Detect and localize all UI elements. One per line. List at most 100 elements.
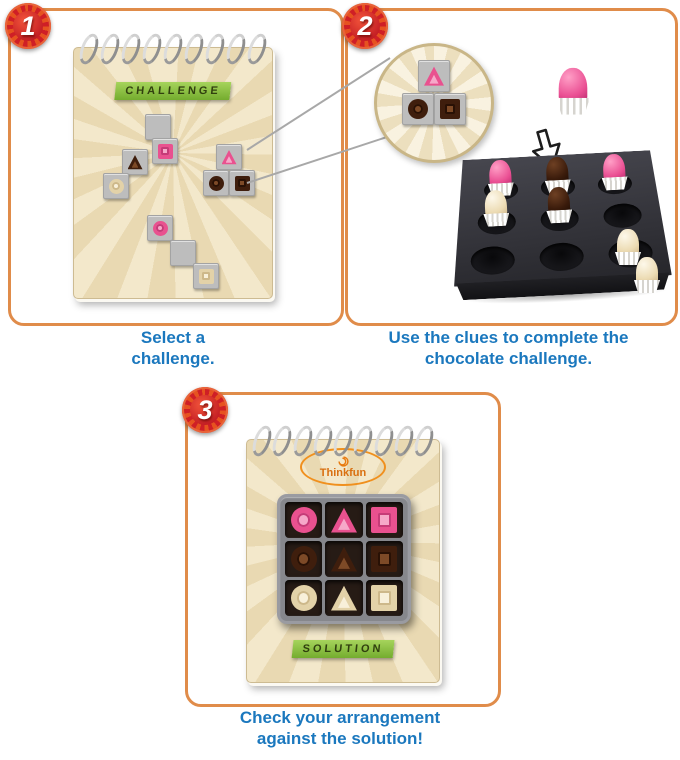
step-2-panel: 2 <box>342 3 678 326</box>
spiral-binding <box>76 31 270 67</box>
paper-cup <box>602 176 629 190</box>
chocolate-detail <box>412 103 424 115</box>
clue-tile-pink-square <box>152 138 178 164</box>
spiral-coil <box>160 31 186 67</box>
chocolate-cream <box>478 187 514 227</box>
chocolate-detail <box>338 518 350 530</box>
chocolate-brown-circle <box>290 546 317 572</box>
chocolate-cream-triangle <box>330 585 357 611</box>
thinkfun-logo-text: Thinkfun <box>319 466 367 479</box>
chocolate-brown-square <box>234 175 250 191</box>
chocolate-detail <box>296 552 311 566</box>
chocolate-top <box>636 257 658 283</box>
chocolate-brown-circle <box>408 99 428 119</box>
clue-tile-cream-circle <box>103 173 129 199</box>
chocolate-detail <box>131 161 139 168</box>
spiral-coil <box>269 423 296 459</box>
clue-tile-pink-triangle <box>418 60 450 92</box>
spiral-coil <box>202 31 228 67</box>
spiral-coil <box>370 423 397 459</box>
step-3-number: 3 <box>197 394 213 425</box>
clue-tile-brown-square <box>229 170 255 196</box>
chocolate-top <box>558 67 588 102</box>
step-2-caption: Use the clues to complete the chocolate … <box>345 327 672 370</box>
chocolate-detail <box>377 552 392 566</box>
spiral-coil <box>139 31 165 67</box>
spiral-binding <box>249 423 437 459</box>
spiral-coil <box>350 423 377 459</box>
chocolate-brown-circle <box>208 175 224 191</box>
spiral-coil <box>76 31 102 67</box>
chocolate-cream-square <box>198 268 214 284</box>
chocolate-detail <box>377 591 392 605</box>
step-2-number: 2 <box>357 10 373 41</box>
solution-banner: SOLUTION <box>291 640 395 658</box>
chocolate-detail <box>377 513 392 527</box>
chocolate-cream <box>611 227 645 265</box>
clue-tile-cream-square <box>193 263 219 289</box>
chocolate-pink <box>596 151 632 191</box>
chocolate-pink-triangle <box>424 66 444 86</box>
chocolate-detail <box>444 103 456 115</box>
step-1-panel: 1 CHALLENGE <box>5 3 344 326</box>
solution-cell <box>365 580 403 616</box>
clue-tile-empty <box>145 114 171 140</box>
step-3-badge: 3 <box>182 387 228 433</box>
clue-tile-brown-triangle <box>122 149 148 175</box>
spiral-coil <box>249 423 275 459</box>
chocolate-detail <box>112 182 120 190</box>
clue-tile-brown-square <box>434 93 466 125</box>
chocolate-brown-triangle <box>127 154 143 170</box>
chocolate-pink-circle <box>290 507 317 533</box>
chocolate-detail <box>225 156 233 163</box>
chocolate-brown-triangle <box>330 546 357 572</box>
solution-cell <box>325 580 363 616</box>
solution-cell <box>285 541 323 577</box>
swirl-icon <box>337 455 349 467</box>
chocolate-cream-circle <box>108 178 124 194</box>
step-3-canvas: Thinkfun SOLUTION <box>188 395 498 704</box>
step-3-panel: 3 Thinkfun SOLUTION <box>182 387 501 707</box>
clue-tile-brown-circle <box>203 170 229 196</box>
step-1-badge: 1 <box>5 3 51 49</box>
solution-cell <box>365 502 403 538</box>
step-2-canvas <box>348 11 675 323</box>
clue-tile-pink-circle <box>147 215 173 241</box>
thinkfun-logo: Thinkfun <box>300 448 386 486</box>
chocolate-brown-square <box>440 99 460 119</box>
spiral-coil <box>223 31 249 67</box>
step-2-caption-line-1: Use the clues to complete the <box>388 328 629 347</box>
chocolate-detail <box>156 224 164 232</box>
clue-tile-brown-circle <box>402 93 434 125</box>
chocolate-detail <box>296 513 311 527</box>
chocolate-brown-square <box>371 546 398 572</box>
step-1-caption: Select a challenge. <box>8 327 338 370</box>
notebook-paper: Thinkfun SOLUTION <box>246 439 440 683</box>
chocolate-pink-square <box>371 507 398 533</box>
spiral-coil <box>97 31 123 67</box>
paper-cup <box>615 252 641 265</box>
chocolate-top <box>547 186 571 214</box>
chocolate-cream-square <box>371 585 398 611</box>
chocolate-pink-circle <box>152 220 168 236</box>
magnifier-tiles <box>377 46 491 160</box>
magnifier-circle <box>374 43 494 163</box>
chocolate-pink-triangle <box>330 507 357 533</box>
clue-tile-pink-triangle <box>216 144 242 170</box>
chocolate-cream <box>630 255 664 293</box>
chocolate-pink <box>551 65 595 115</box>
paper-cup <box>546 209 573 223</box>
step-3-caption-line-1: Check your arrangement <box>239 708 441 727</box>
chocolate-detail <box>338 557 350 569</box>
spiral-coil <box>330 423 356 459</box>
chocolate-detail <box>212 179 220 187</box>
step-1-caption-line-2: challenge. <box>131 349 215 369</box>
solution-cell <box>365 541 403 577</box>
solution-cell <box>325 502 363 538</box>
chocolate-detail <box>296 591 311 605</box>
chocolate-detail <box>161 147 169 155</box>
step-1-caption-line-1: Select a <box>140 328 206 347</box>
chocolate-top <box>602 153 626 181</box>
paper-cup <box>634 280 660 293</box>
chocolate-top <box>488 159 512 187</box>
